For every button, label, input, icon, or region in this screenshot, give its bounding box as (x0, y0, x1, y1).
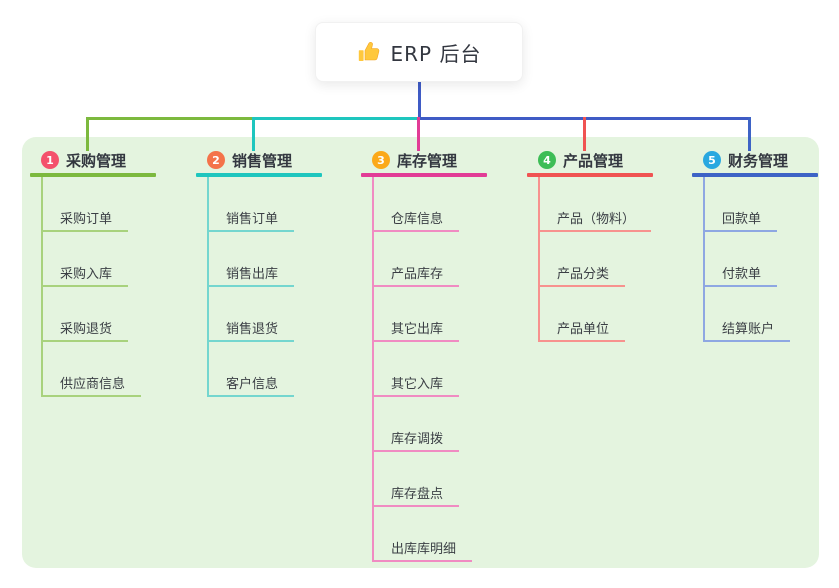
child-node[interactable]: 库存调拨 (374, 397, 460, 452)
connector-drop-line (86, 117, 89, 151)
branch-number-badge: 1 (41, 151, 59, 169)
branch-node[interactable]: 2 销售管理 (196, 147, 322, 173)
child-node[interactable]: 销售订单 (209, 177, 295, 232)
child-node[interactable]: 回款单 (705, 177, 778, 232)
branch-node[interactable]: 4 产品管理 (527, 147, 653, 173)
branch-underline (196, 173, 322, 177)
child-node[interactable]: 付款单 (705, 232, 778, 287)
branch-1: 1 采购管理采购订单采购入库采购退货供应商信息 (30, 147, 156, 397)
branch-title-label: 销售管理 (232, 151, 293, 170)
branch-number-badge: 2 (207, 151, 225, 169)
child-node[interactable]: 仓库信息 (374, 177, 460, 232)
child-node[interactable]: 供应商信息 (43, 342, 142, 397)
branch-title-label: 产品管理 (563, 151, 624, 170)
child-node[interactable]: 销售出库 (209, 232, 295, 287)
branch-underline (30, 173, 156, 177)
child-node[interactable]: 结算账户 (705, 287, 791, 342)
child-node[interactable]: 产品库存 (374, 232, 460, 287)
child-node[interactable]: 出库库明细 (374, 507, 473, 562)
branch-underline (361, 173, 487, 177)
connector-drop-line (417, 117, 420, 151)
branch-node[interactable]: 3 库存管理 (361, 147, 487, 173)
branch-number-badge: 5 (703, 151, 721, 169)
branch-node[interactable]: 1 采购管理 (30, 147, 156, 173)
child-node[interactable]: 产品分类 (540, 232, 626, 287)
connector-bus-segment (86, 117, 252, 120)
child-node[interactable]: 采购入库 (43, 232, 129, 287)
branch-title-label: 财务管理 (728, 151, 789, 170)
branch-number-badge: 3 (372, 151, 390, 169)
root-connector-line (418, 82, 421, 118)
branch-node[interactable]: 5 财务管理 (692, 147, 818, 173)
child-node[interactable]: 采购退货 (43, 287, 129, 342)
branch-children: 采购订单采购入库采购退货供应商信息 (41, 177, 142, 397)
branch-children: 销售订单销售出库销售退货客户信息 (207, 177, 295, 397)
child-node[interactable]: 库存盘点 (374, 452, 460, 507)
connector-drop-line (748, 117, 751, 151)
branch-4: 4 产品管理产品（物料）产品分类产品单位 (527, 147, 653, 342)
branch-title-label: 采购管理 (66, 151, 127, 170)
branch-title-label: 库存管理 (397, 151, 458, 170)
branch-5: 5 财务管理回款单付款单结算账户 (692, 147, 818, 342)
branch-children: 回款单付款单结算账户 (703, 177, 791, 342)
child-node[interactable]: 其它出库 (374, 287, 460, 342)
root-node[interactable]: ERP 后台 (315, 22, 523, 82)
child-node[interactable]: 客户信息 (209, 342, 295, 397)
branches-panel (22, 137, 819, 568)
branch-underline (692, 173, 818, 177)
connector-drop-line (583, 117, 586, 151)
child-node[interactable]: 销售退货 (209, 287, 295, 342)
child-node[interactable]: 产品（物料） (540, 177, 652, 232)
connector-bus-segment (252, 117, 418, 120)
child-node[interactable]: 其它入库 (374, 342, 460, 397)
child-node[interactable]: 采购订单 (43, 177, 129, 232)
child-node[interactable]: 产品单位 (540, 287, 626, 342)
thumbs-up-icon (357, 40, 381, 64)
branch-2: 2 销售管理销售订单销售出库销售退货客户信息 (196, 147, 322, 397)
root-node-label: ERP 后台 (390, 41, 482, 66)
connector-drop-line (252, 117, 255, 151)
branch-number-badge: 4 (538, 151, 556, 169)
branch-children: 仓库信息产品库存其它出库其它入库库存调拨库存盘点出库库明细 (372, 177, 473, 562)
branch-underline (527, 173, 653, 177)
branch-children: 产品（物料）产品分类产品单位 (538, 177, 652, 342)
branch-3: 3 库存管理仓库信息产品库存其它出库其它入库库存调拨库存盘点出库库明细 (361, 147, 487, 562)
